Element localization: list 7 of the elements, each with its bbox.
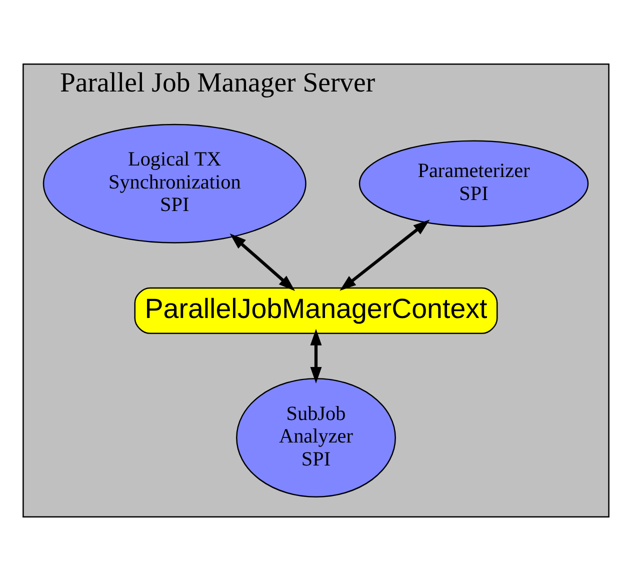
- node-box: ParallelJobManagerContext: [134, 287, 498, 334]
- arrow: [340, 220, 430, 291]
- node-ellipse: SubJob Analyzer SPI: [236, 378, 396, 498]
- node-ellipse: Logical TX Synchronization SPI: [42, 124, 306, 244]
- arrow: [310, 328, 322, 384]
- arrow: [230, 233, 296, 291]
- node-ellipse: Parameterizer SPI: [358, 140, 589, 228]
